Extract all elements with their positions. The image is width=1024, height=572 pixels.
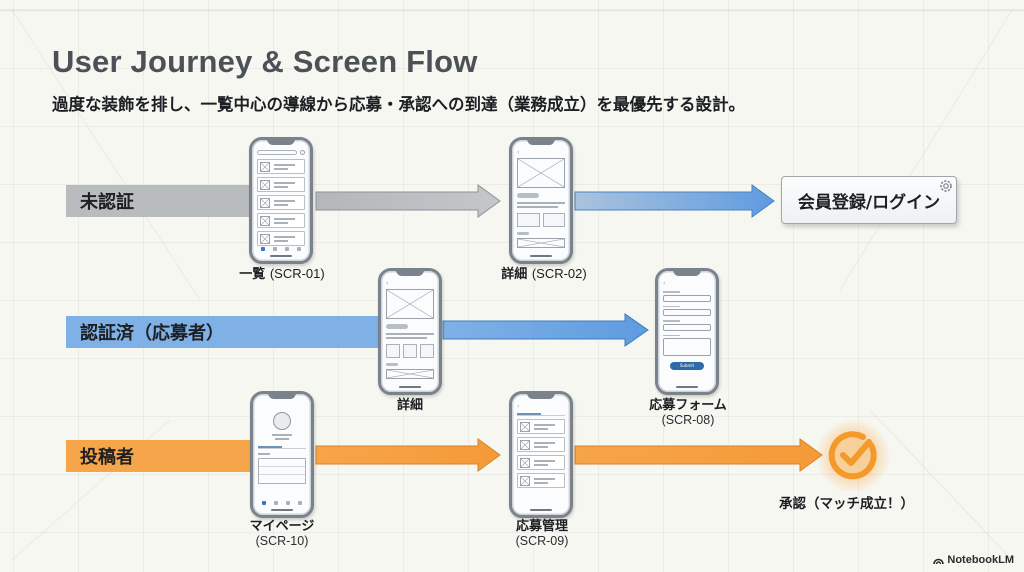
screen-code: (SCR-01) — [269, 266, 325, 281]
list-item — [257, 177, 305, 192]
approve-label: 承認（マッチ成立！） — [779, 496, 914, 512]
image-placeholder-icon — [260, 197, 270, 208]
phone-detail-screen-guest[interactable]: ‹ — [509, 137, 573, 264]
screen-code: (SCR-10) — [255, 534, 309, 548]
home-indicator — [676, 386, 698, 388]
phone-applications-screen[interactable]: ‹ — [509, 391, 573, 518]
lane-poster: 投稿者 — [66, 440, 266, 472]
screen-label-detail-auth: 詳細 — [370, 398, 450, 413]
lane-unauthenticated: 未認証 — [66, 185, 256, 217]
home-indicator — [399, 386, 421, 388]
lane-label: 認証済（応募者） — [80, 323, 224, 344]
home-indicator — [271, 509, 293, 511]
screen-name: 一覧 — [239, 267, 266, 282]
arrow-mypage-to-applications — [315, 438, 501, 472]
phone-apply-form-screen[interactable]: ‹ Submit — [655, 268, 719, 395]
search-bar — [257, 150, 297, 155]
arrow-detail-to-apply — [442, 313, 649, 347]
phone-list-screen[interactable] — [249, 137, 313, 264]
notebooklm-logo-icon — [933, 558, 945, 564]
hero-image-placeholder — [517, 158, 565, 188]
screen-name: 応募管理 — [515, 519, 568, 534]
page-title: User Journey & Screen Flow — [52, 44, 478, 79]
lane-label: 投稿者 — [80, 447, 134, 468]
arrow-applications-to-approve — [574, 438, 823, 472]
list-item — [257, 195, 305, 210]
image-placeholder-icon — [520, 421, 530, 432]
phone-notch — [527, 140, 555, 145]
phone-detail-screen-auth[interactable]: ‹ — [378, 268, 442, 395]
phone-notch — [268, 394, 296, 399]
hero-image-placeholder — [386, 289, 434, 319]
phone-mypage-screen[interactable] — [250, 391, 314, 518]
login-label: 会員登録/ログイン — [797, 192, 941, 213]
list-item — [517, 455, 565, 470]
home-indicator — [530, 509, 552, 511]
form-field — [663, 309, 711, 316]
page-subtitle: 過度な装飾を排し、一覧中心の導線から応募・承認への到達（業務成立）を最優先する設… — [52, 95, 745, 114]
menu-row — [259, 467, 305, 475]
list-item — [257, 159, 305, 174]
screen-name: 詳細 — [501, 267, 528, 282]
image-placeholder-icon — [260, 215, 270, 226]
image-placeholder-icon — [520, 475, 530, 486]
screen-name: 応募フォーム — [649, 398, 727, 413]
phone-notch — [396, 271, 424, 276]
image-placeholder-icon — [260, 179, 270, 190]
form-field — [663, 294, 711, 302]
back-icon: ‹ — [663, 280, 666, 287]
screen-label-applications: 応募管理 (SCR-09) — [490, 519, 594, 549]
submit-button: Submit — [670, 362, 704, 370]
home-indicator — [530, 255, 552, 257]
list-item — [517, 473, 565, 488]
screen-label-list: 一覧 (SCR-01) — [234, 266, 330, 282]
gear-icon — [940, 180, 952, 192]
arrow-detail-to-login — [574, 184, 775, 218]
brand-label: NotebookLM — [947, 554, 1014, 566]
image-placeholder-icon — [520, 439, 530, 450]
back-icon: ‹ — [386, 280, 389, 287]
screen-code: (SCR-09) — [515, 534, 569, 548]
phone-notch — [527, 394, 555, 399]
phone-notch — [673, 271, 701, 276]
avatar-icon — [273, 412, 291, 430]
list-item — [517, 437, 565, 452]
form-field — [663, 323, 711, 331]
lane-label: 未認証 — [80, 192, 134, 213]
screen-label-apply-form: 応募フォーム (SCR-08) — [628, 398, 748, 428]
screen-code: (SCR-08) — [661, 413, 715, 427]
list-item — [257, 231, 305, 246]
screen-label-detail: 詳細 (SCR-02) — [484, 266, 604, 282]
arrow-list-to-detail — [315, 184, 501, 218]
image-placeholder-icon — [520, 457, 530, 468]
back-icon: ‹ — [517, 403, 520, 410]
screen-name: 詳細 — [396, 398, 423, 413]
image-placeholder-icon — [260, 233, 270, 244]
screen-label-mypage: マイページ (SCR-10) — [230, 519, 334, 549]
screen-code: (SCR-02) — [531, 266, 587, 281]
menu-row — [259, 459, 305, 467]
approve-glow — [815, 418, 891, 494]
form-textarea — [663, 338, 711, 356]
filter-icon — [300, 150, 305, 155]
image-placeholder-icon — [260, 161, 270, 172]
back-icon: ‹ — [517, 149, 520, 156]
list-item — [257, 213, 305, 228]
menu-row — [259, 475, 305, 483]
check-circle-icon — [828, 431, 877, 480]
phone-notch — [267, 140, 295, 145]
brand-badge: NotebookLM — [933, 554, 1014, 566]
screen-name: マイページ — [249, 519, 315, 534]
lane-authenticated-applicant: 認証済（応募者） — [66, 316, 381, 348]
tab-bar — [258, 501, 306, 505]
tab-bar — [257, 247, 305, 251]
home-indicator — [270, 255, 292, 257]
list-item — [517, 419, 565, 434]
login-register-node[interactable]: 会員登録/ログイン — [781, 176, 957, 224]
